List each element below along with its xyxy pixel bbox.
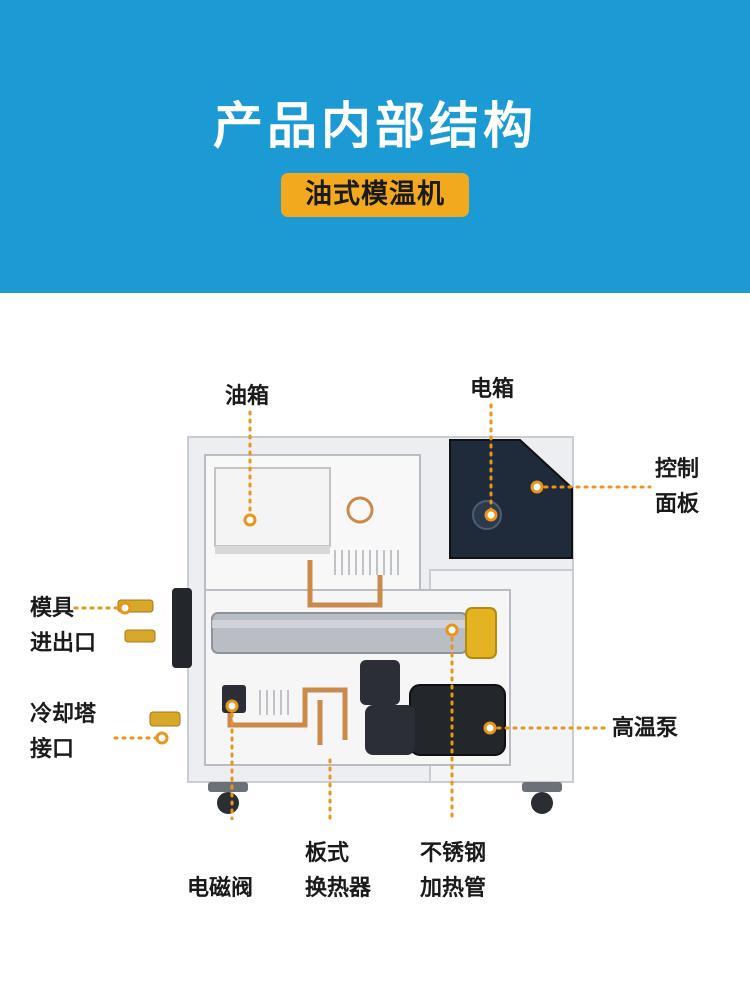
label-control-panel-line2: 面板 (655, 492, 700, 517)
label-solenoid-valve: 电磁阀 (187, 876, 254, 901)
label-control-panel-line1: 控制 (655, 457, 700, 482)
label-high-temp-pump: 高温泵 (612, 716, 679, 741)
high-temp-pump (409, 684, 506, 756)
product-type-badge: 油式模温机 (281, 173, 469, 217)
vent-slots (259, 550, 399, 715)
label-cooling-tower-line1: 冷却塔 (30, 702, 97, 727)
label-mold-io-line2: 进出口 (30, 631, 97, 656)
label-plate-exchanger-line2: 换热器 (305, 876, 372, 901)
machine-illustration (73, 403, 652, 820)
heating-tube (211, 612, 468, 654)
mold-port-block (172, 588, 192, 668)
label-heating-tube-line2: 加热管 (420, 876, 487, 901)
label-electric-box: 电箱 (470, 377, 515, 402)
leader-dots (118, 480, 544, 745)
header-banner: 产品内部结构 油式模温机 (0, 0, 750, 293)
label-cooling-tower-line2: 接口 (30, 737, 75, 762)
heating-tube-cap (465, 607, 497, 659)
oil-tank (214, 467, 331, 547)
label-mold-io-line1: 模具 (30, 596, 75, 621)
label-plate-exchanger-line1: 板式 (305, 841, 350, 866)
page-title: 产品内部结构 (213, 97, 537, 155)
casters (208, 782, 562, 814)
copper-pipes (227, 496, 383, 745)
label-oil-tank: 油箱 (225, 384, 270, 409)
brass-fittings (117, 599, 181, 727)
label-heating-tube-line1: 不锈钢 (420, 841, 487, 866)
leader-lines (73, 403, 652, 820)
